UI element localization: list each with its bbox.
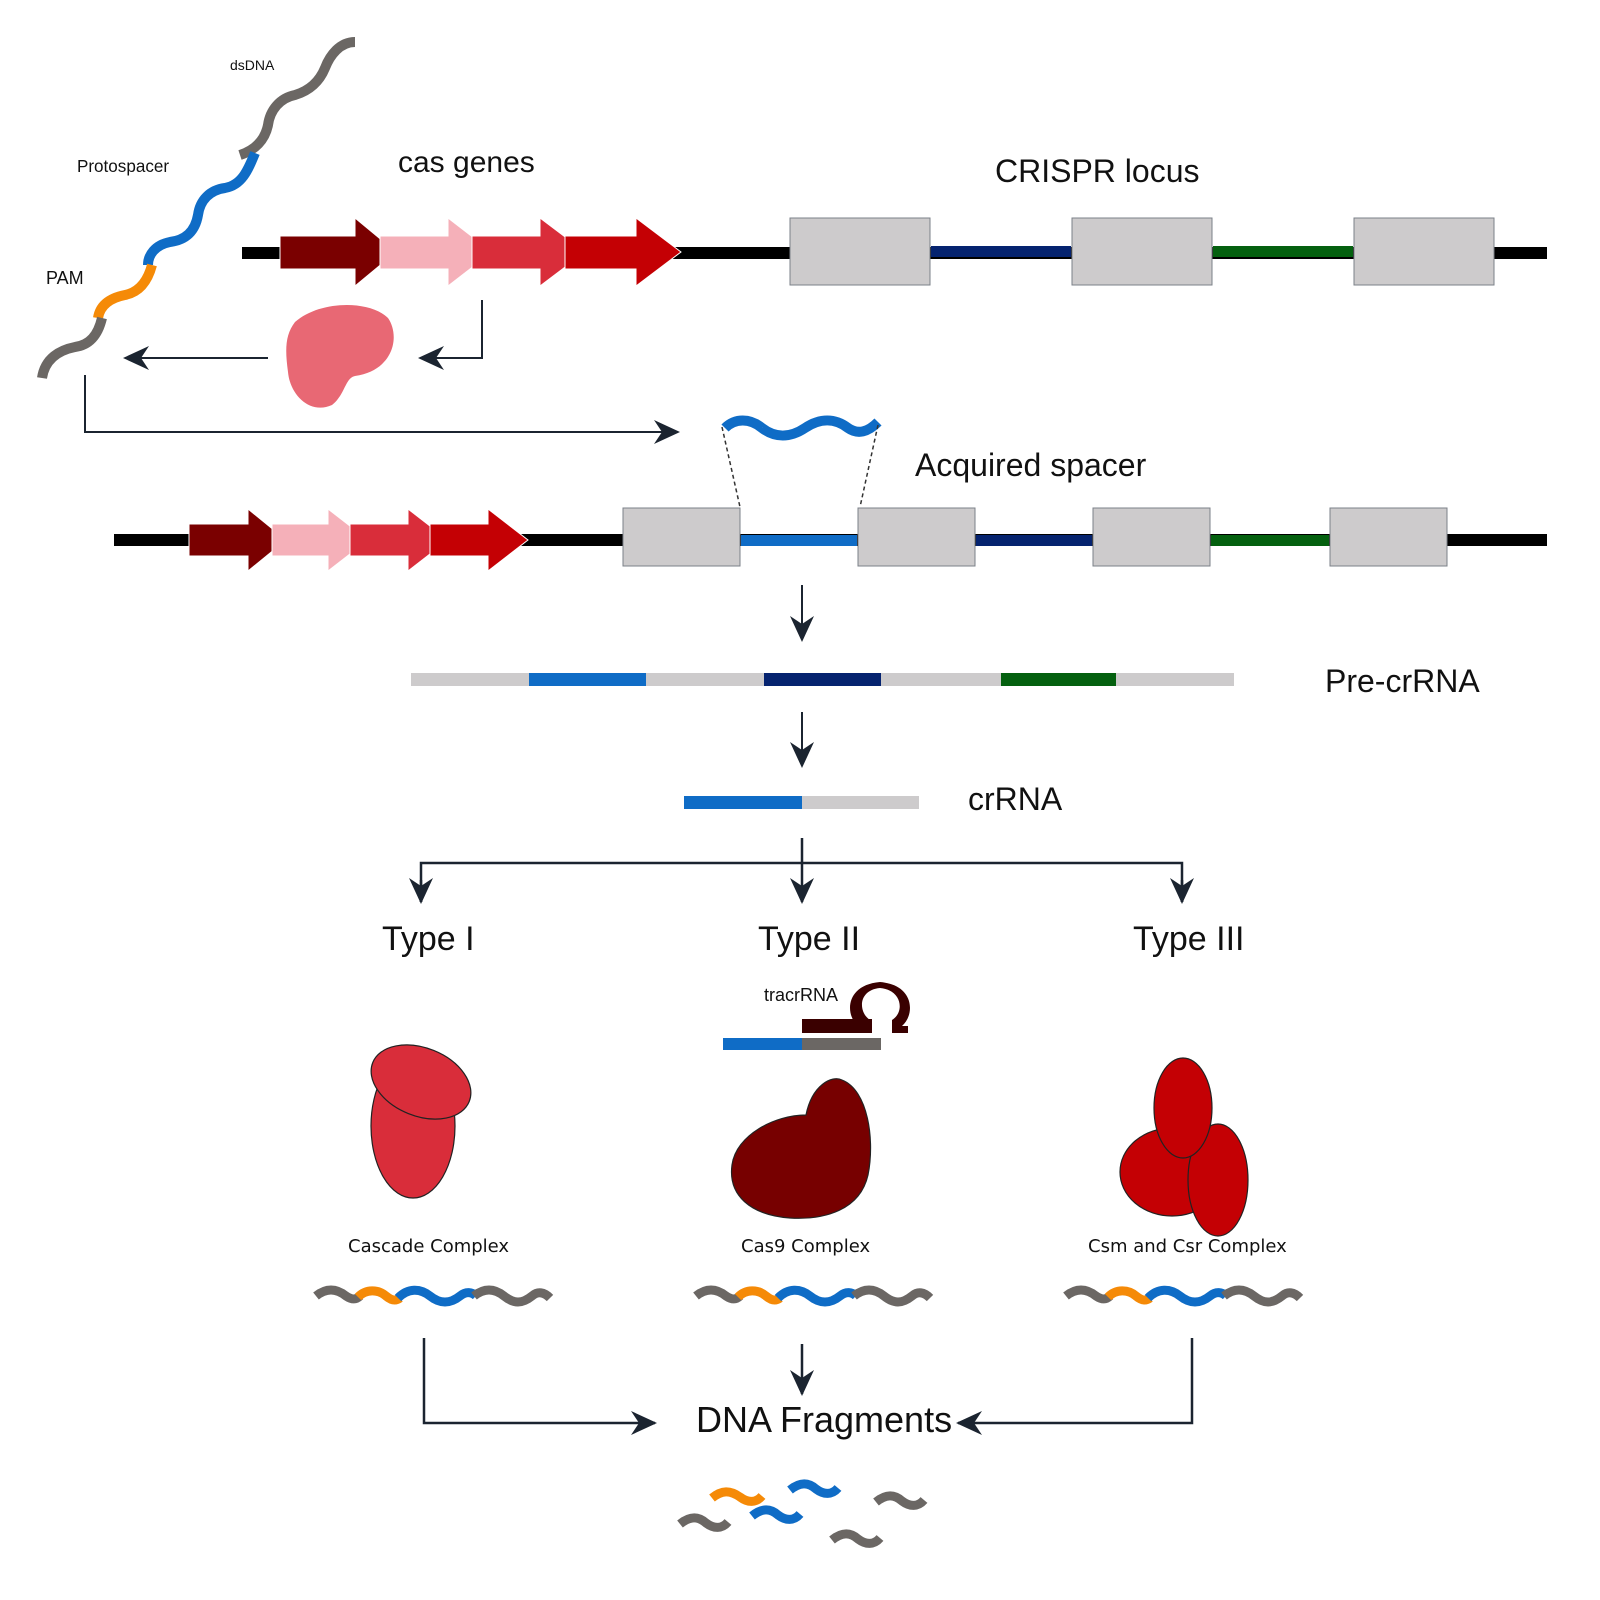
cas-gene-2 [271, 507, 369, 573]
cas-gene-4 [564, 216, 682, 288]
target-dna-type-ii [693, 1285, 934, 1307]
dsdna-strand [37, 37, 356, 380]
repeat-box [1353, 217, 1495, 286]
pre-crrna [411, 673, 1234, 686]
target-dna-type-iii [1063, 1285, 1304, 1307]
insertion-guide-left [721, 426, 741, 508]
crrna [684, 796, 919, 809]
fragment-gray [873, 1491, 928, 1510]
repeat-box [622, 507, 741, 567]
acquired-spacer-label: Acquired spacer [915, 447, 1147, 483]
spacer-green [1211, 535, 1329, 546]
protospacer-label: Protospacer [77, 156, 169, 177]
pre-crrna-label: Pre-crRNA [1325, 663, 1480, 699]
crrna-label: crRNA [968, 781, 1063, 817]
type-branching-arrows [409, 838, 1194, 904]
fragment-blue [749, 1505, 804, 1524]
insertion-guide-right [859, 424, 879, 508]
cascade-complex-label: Cascade Complex [348, 1236, 509, 1257]
csm-csr-complex-icon [1119, 1057, 1249, 1237]
spacer-navy [931, 246, 1071, 257]
fragment-gray [677, 1513, 732, 1532]
pam-label: PAM [46, 268, 84, 288]
repeat-box [1329, 507, 1448, 567]
tracrrna-structure [723, 982, 910, 1050]
cas9-complex-icon [730, 1078, 872, 1219]
spacer-acquisition-arrow [84, 375, 680, 444]
repeat-box [1092, 507, 1211, 567]
cas-genes-label: cas genes [398, 146, 535, 179]
gene-expression-arrow [418, 300, 483, 370]
bottom-locus [114, 507, 1547, 573]
dna-fragments [677, 1479, 928, 1548]
csm-csr-complex-label: Csm and Csr Complex [1088, 1236, 1287, 1257]
crispr-locus-label: CRISPR locus [995, 153, 1200, 189]
spacer-new-blue [741, 535, 857, 546]
type-iii-label: Type III [1133, 920, 1245, 958]
acquired-spacer-fragment [721, 415, 882, 441]
type-i-label: Type I [382, 920, 475, 958]
fragment-orange [709, 1487, 766, 1506]
repeat-box [1071, 217, 1213, 286]
cas-gene-2 [379, 216, 493, 288]
cas-gene-3 [471, 216, 586, 288]
dsdna-gray-top [238, 37, 356, 160]
cas9-complex-label: Cas9 Complex [741, 1236, 870, 1257]
dna-fragments-label: DNA Fragments [696, 1399, 952, 1440]
cascade-complex-icon [370, 1044, 472, 1199]
type-ii-label: Type II [758, 920, 860, 958]
cas-gene-3 [349, 507, 449, 573]
fragment-blue [787, 1479, 842, 1498]
top-locus [242, 216, 1547, 288]
spacer-navy [976, 535, 1092, 546]
target-dna-type-i [313, 1285, 554, 1307]
repeat-box [789, 217, 931, 286]
cas-gene-1 [279, 216, 397, 288]
cas-gene-1 [188, 507, 287, 573]
dsdna-gray-bottom [37, 316, 107, 380]
dsdna-label: dsDNA [230, 57, 275, 73]
cleavage-arrows [422, 1338, 1194, 1435]
protospacer-segment [143, 151, 260, 266]
fragment-gray [829, 1529, 884, 1548]
cas-protein [286, 304, 394, 408]
repeat-box [857, 507, 976, 567]
cas-gene-4 [429, 507, 529, 573]
tracrrna-label: tracrRNA [764, 985, 838, 1005]
spacer-green [1213, 246, 1353, 257]
pam-segment [93, 263, 157, 320]
